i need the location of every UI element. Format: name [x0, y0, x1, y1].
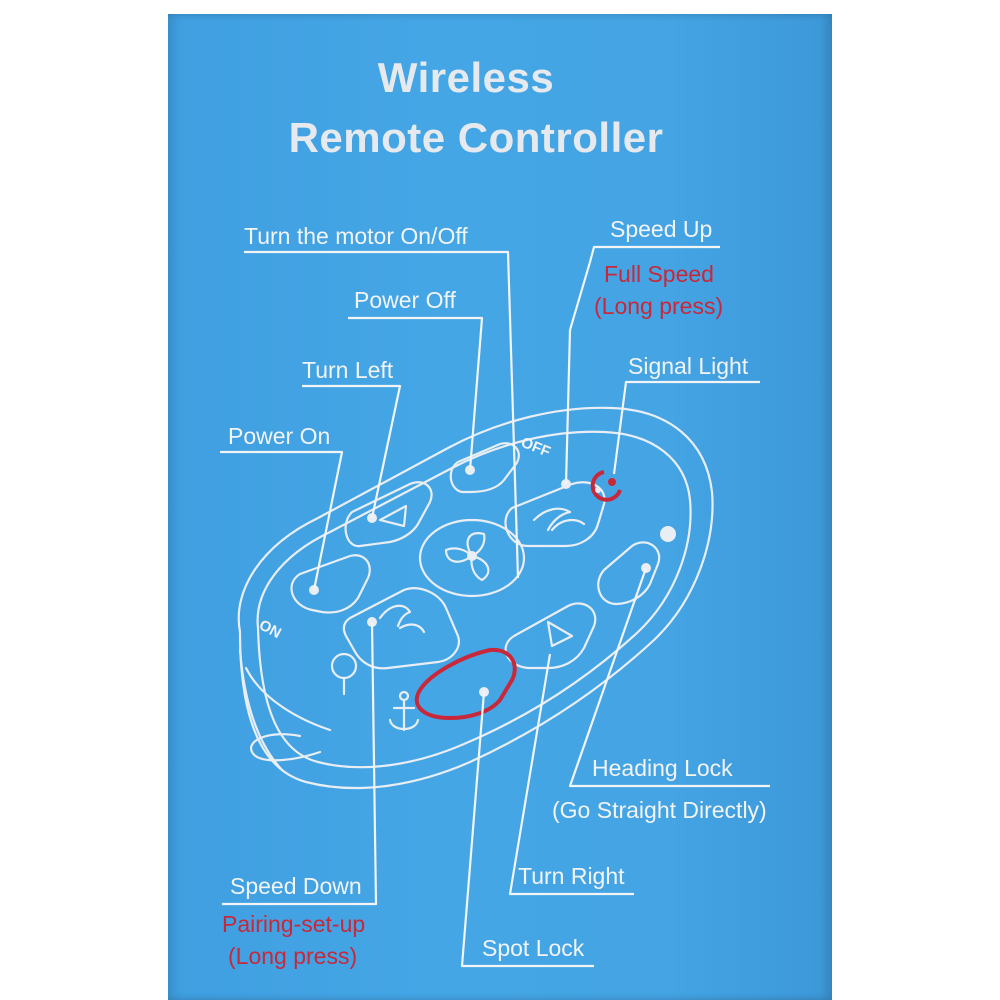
fan-icon	[444, 532, 490, 582]
label-turn-left: Turn Left	[302, 357, 394, 383]
spot-lock-button	[414, 647, 517, 721]
label-full-speed: Full Speed	[604, 261, 714, 287]
label-turn-right: Turn Right	[518, 863, 625, 889]
title-line-1: Wireless	[378, 54, 554, 101]
label-speed-down: Speed Down	[230, 873, 362, 899]
label-heading-lock: Heading Lock	[592, 755, 733, 781]
product-box	[168, 14, 832, 1000]
off-mark: OFF	[519, 434, 553, 461]
label-power-off: Power Off	[354, 287, 456, 313]
remote-device-outline: OFF ON	[237, 406, 714, 790]
label-spot-lock: Spot Lock	[482, 935, 585, 961]
on-mark: ON	[256, 617, 284, 643]
label-speed-up: Speed Up	[610, 216, 712, 242]
power-icon	[660, 526, 676, 542]
magnifier-icon	[330, 652, 358, 696]
label-signal-light: Signal Light	[628, 353, 749, 379]
label-pairing-note: (Long press)	[228, 943, 357, 969]
title-line-2: Remote Controller	[289, 114, 664, 161]
label-power-on: Power On	[228, 423, 330, 449]
signal-light-icon	[590, 470, 622, 502]
anchor-icon	[388, 690, 420, 732]
label-full-speed-note: (Long press)	[594, 293, 723, 319]
label-heading-lock-note: (Go Straight Directly)	[552, 797, 767, 823]
annotation-lines	[220, 245, 770, 968]
label-motor: Turn the motor On/Off	[244, 223, 468, 249]
label-pairing: Pairing-set-up	[222, 911, 365, 937]
